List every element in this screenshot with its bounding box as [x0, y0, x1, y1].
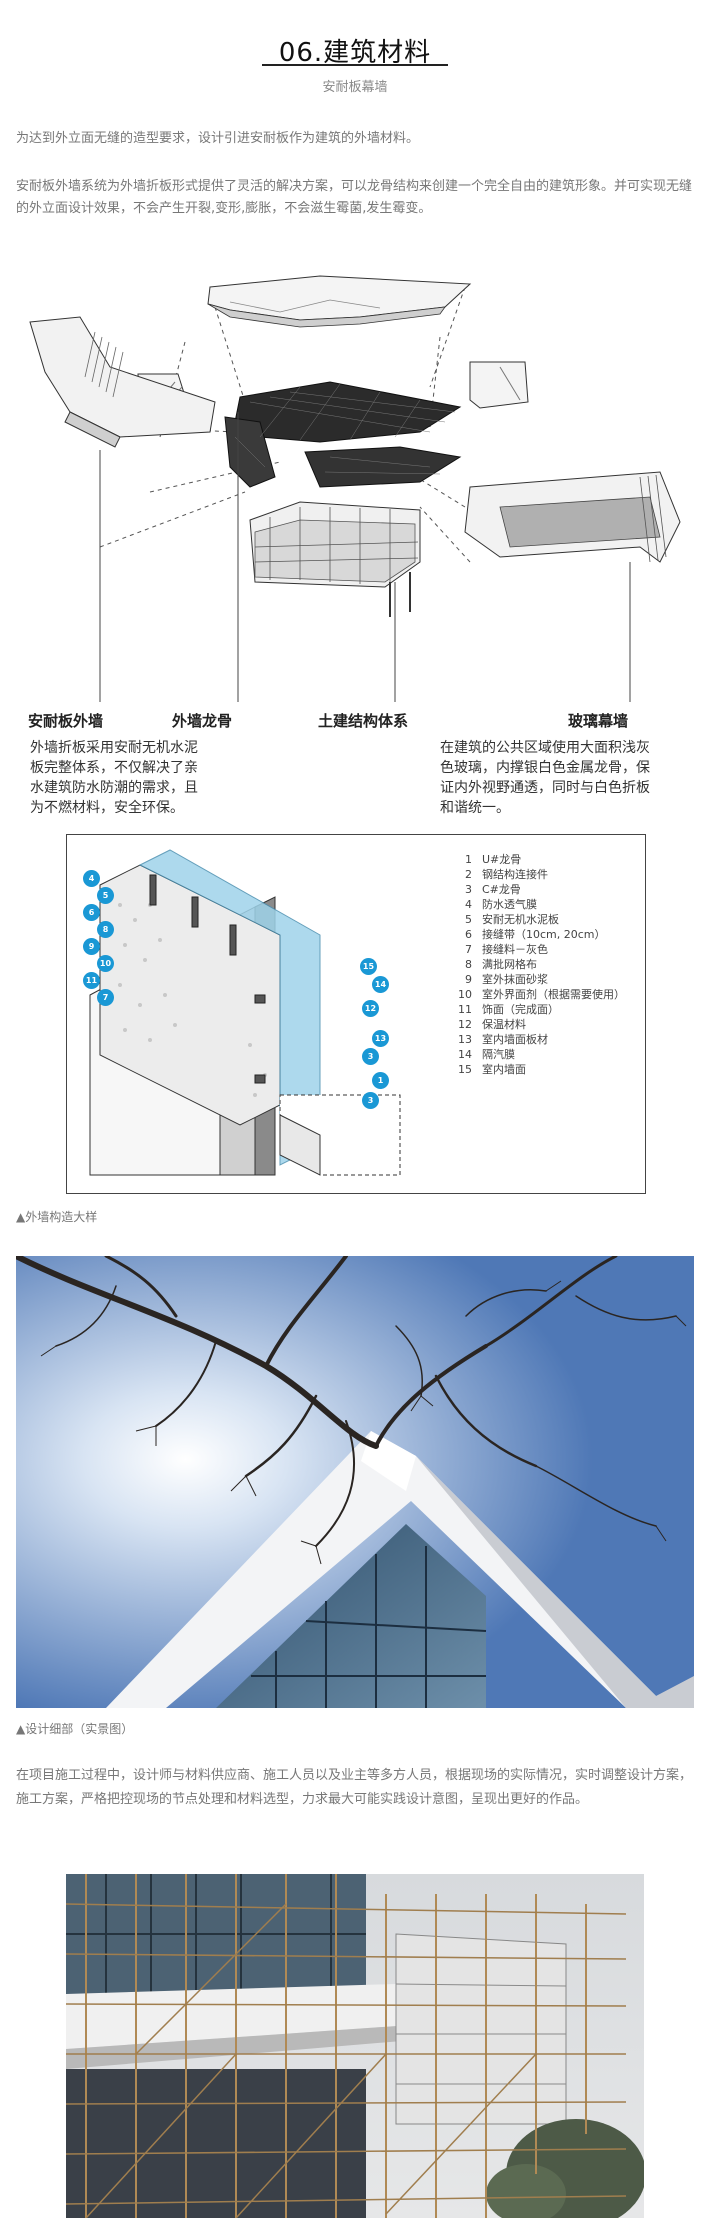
left-wall-panel: [29, 316, 216, 448]
tag-4: 4: [83, 870, 100, 887]
right-curtain-wall: [464, 471, 681, 563]
facade-detail-photo: [16, 1256, 694, 1708]
tag-1: 1: [372, 1072, 389, 1089]
structural-frame: [249, 501, 421, 617]
detail-caption: ▲外墙构造大样: [16, 1210, 98, 1224]
label-civil-structure: 土建结构体系: [318, 712, 409, 730]
title-underline: [262, 64, 448, 66]
section-subtitle: 安耐板幕墙: [322, 80, 388, 95]
photo-caption: ▲设计细部（实景图）: [16, 1722, 134, 1736]
desc-glass-curtain-wall: 在建筑的公共区域使用大面积浅灰色玻璃，内撑银白色金属龙骨，保证内外视野通透，同时…: [440, 740, 650, 816]
exploded-axonometric-diagram: [29, 275, 681, 702]
tag-5: 5: [97, 887, 114, 904]
steel-keel-frame: [224, 381, 462, 488]
tag-13: 13: [372, 1030, 389, 1047]
tag-3b: 3: [362, 1092, 379, 1109]
tag-10: 10: [97, 955, 114, 972]
label-wall-keel: 外墙龙骨: [172, 712, 233, 730]
tag-7: 7: [97, 989, 114, 1006]
tag-11: 11: [83, 972, 100, 989]
tag-9: 9: [83, 938, 100, 955]
wall-section-drawing: [89, 849, 401, 1176]
section-title: 06.建筑材料: [278, 38, 432, 68]
intro-paragraph-1: 为达到外立面无缝的造型要求，设计引进安耐板作为建筑的外墙材料。: [16, 131, 420, 146]
tag-6: 6: [83, 904, 100, 921]
desc-panel-outer-wall: 外墙折板采用安耐无机水泥板完整体系，不仅解决了亲水建筑防水防潮的需求，且为不燃材…: [30, 740, 198, 816]
label-panel-outer-wall: 安耐板外墙: [28, 712, 104, 730]
intro-paragraph-2: 安耐板外墙系统为外墙折板形式提供了灵活的解决方案，可以龙骨结构来创建一个完全自由…: [16, 179, 693, 216]
right-small-panel: [469, 361, 529, 409]
roof-panel: [207, 275, 472, 328]
label-glass-curtain-wall: 玻璃幕墙: [568, 712, 629, 730]
construction-site-photo: [66, 1874, 644, 2218]
tag-3a: 3: [362, 1048, 379, 1065]
tag-12: 12: [362, 1000, 379, 1017]
tag-15: 15: [360, 958, 377, 975]
tag-8: 8: [97, 921, 114, 938]
construction-paragraph: 在项目施工过程中，设计师与材料供应商、施工人员以及业主等多方人员，根据现场的实际…: [16, 1768, 693, 1807]
tag-14: 14: [372, 976, 389, 993]
